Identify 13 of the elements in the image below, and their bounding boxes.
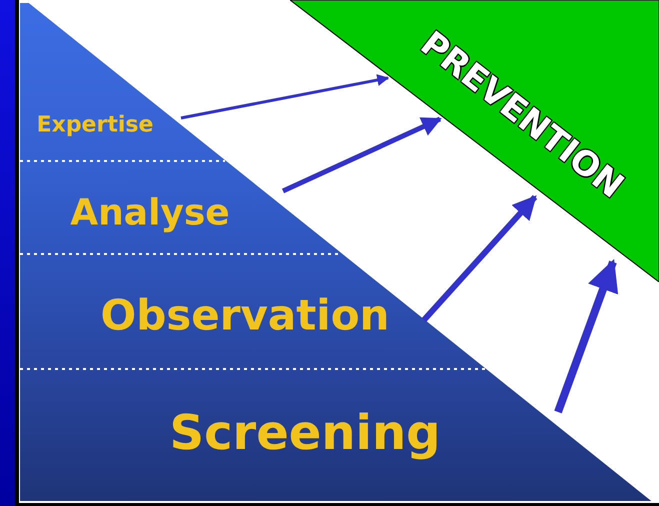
layer-band: [20, 3, 225, 160]
arrow: [180, 74, 390, 120]
arrow: [554, 259, 618, 414]
layer-band: [20, 160, 342, 253]
layer-label: Analyse: [70, 192, 230, 234]
arrow: [422, 194, 538, 322]
layer-label: Screening: [170, 405, 440, 461]
layer-band: [20, 368, 652, 501]
arrow: [282, 116, 442, 194]
layer-band: [20, 253, 485, 368]
prevention-band: [290, 0, 659, 282]
layer-label: Expertise: [36, 112, 154, 138]
layer-label: Observation: [100, 290, 390, 340]
